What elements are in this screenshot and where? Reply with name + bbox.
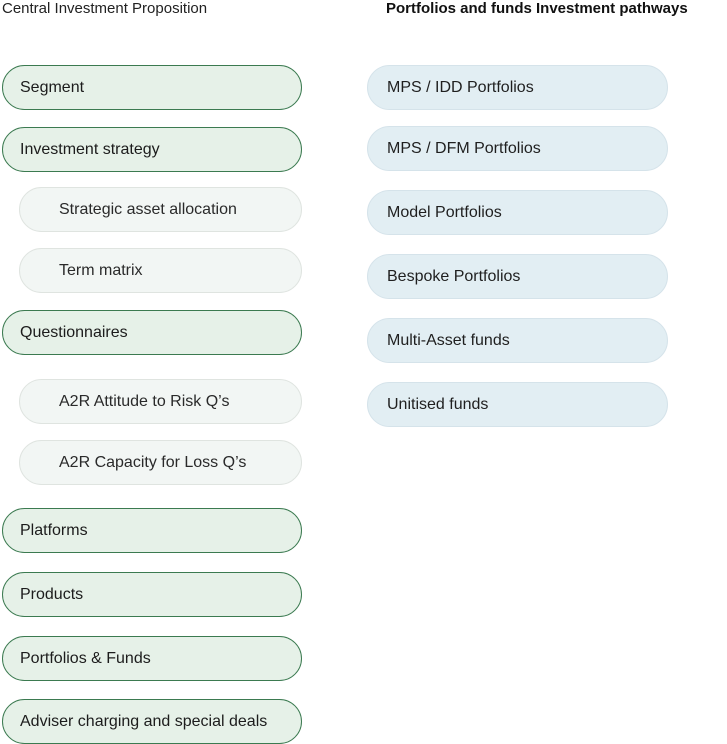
segment-button[interactable]: Segment — [2, 65, 302, 110]
term-matrix-label: Term matrix — [59, 261, 143, 279]
strategic-asset-allocation-label: Strategic asset allocation — [59, 200, 237, 218]
platforms-button[interactable]: Platforms — [2, 508, 302, 553]
unitised-funds-button[interactable]: Unitised funds — [367, 382, 668, 427]
mps-dfm-portfolios-label: MPS / DFM Portfolios — [387, 139, 541, 157]
segment-label: Segment — [20, 78, 85, 96]
adviser-charging-button[interactable]: Adviser charging and special deals — [2, 699, 302, 744]
bespoke-portfolios-button[interactable]: Bespoke Portfolios — [367, 254, 668, 299]
model-portfolios-button[interactable]: Model Portfolios — [367, 190, 668, 235]
mps-idd-portfolios-label: MPS / IDD Portfolios — [387, 78, 534, 96]
unitised-funds-label: Unitised funds — [387, 395, 489, 413]
model-portfolios-label: Model Portfolios — [387, 203, 502, 221]
right-column-heading: Portfolios and funds Investment pathways — [386, 0, 688, 17]
a2r-attitude-to-risk-label: A2R Attitude to Risk Q’s — [59, 392, 230, 410]
adviser-charging-label: Adviser charging and special deals — [20, 712, 268, 730]
investment-strategy-label: Investment strategy — [20, 140, 160, 158]
mps-dfm-portfolios-button[interactable]: MPS / DFM Portfolios — [367, 126, 668, 171]
questionnaires-button[interactable]: Questionnaires — [2, 310, 302, 355]
strategic-asset-allocation-button[interactable]: Strategic asset allocation — [19, 187, 302, 232]
products-label: Products — [20, 585, 84, 603]
products-button[interactable]: Products — [2, 572, 302, 617]
left-column-heading: Central Investment Proposition — [2, 0, 208, 17]
questionnaires-label: Questionnaires — [20, 323, 128, 341]
a2r-attitude-to-risk-button[interactable]: A2R Attitude to Risk Q’s — [19, 379, 302, 424]
portfolios-and-funds-button[interactable]: Portfolios & Funds — [2, 636, 302, 681]
investment-strategy-button[interactable]: Investment strategy — [2, 127, 302, 172]
mps-idd-portfolios-button[interactable]: MPS / IDD Portfolios — [367, 65, 668, 110]
a2r-capacity-for-loss-button[interactable]: A2R Capacity for Loss Q’s — [19, 440, 302, 485]
multi-asset-funds-button[interactable]: Multi-Asset funds — [367, 318, 668, 363]
multi-asset-funds-label: Multi-Asset funds — [387, 331, 510, 349]
platforms-label: Platforms — [20, 521, 88, 539]
portfolios-and-funds-label: Portfolios & Funds — [20, 649, 151, 667]
a2r-capacity-for-loss-label: A2R Capacity for Loss Q’s — [59, 453, 247, 471]
bespoke-portfolios-label: Bespoke Portfolios — [387, 267, 521, 285]
term-matrix-button[interactable]: Term matrix — [19, 248, 302, 293]
